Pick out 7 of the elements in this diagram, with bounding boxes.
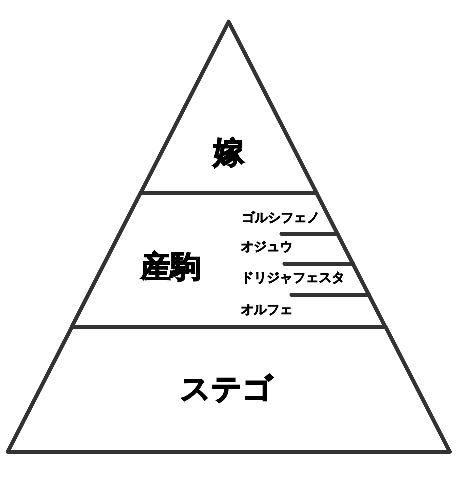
name-label: オジュウ xyxy=(240,240,294,254)
tier-label: ステゴ xyxy=(180,374,274,406)
name-label: ドリジャフェスタ xyxy=(240,270,346,286)
tier-label: 産駒 xyxy=(140,252,202,284)
name-label: ゴルシフェノ xyxy=(240,210,321,226)
tier-label: 嫁 xyxy=(212,136,246,170)
name-label: オルフェ xyxy=(240,302,294,318)
